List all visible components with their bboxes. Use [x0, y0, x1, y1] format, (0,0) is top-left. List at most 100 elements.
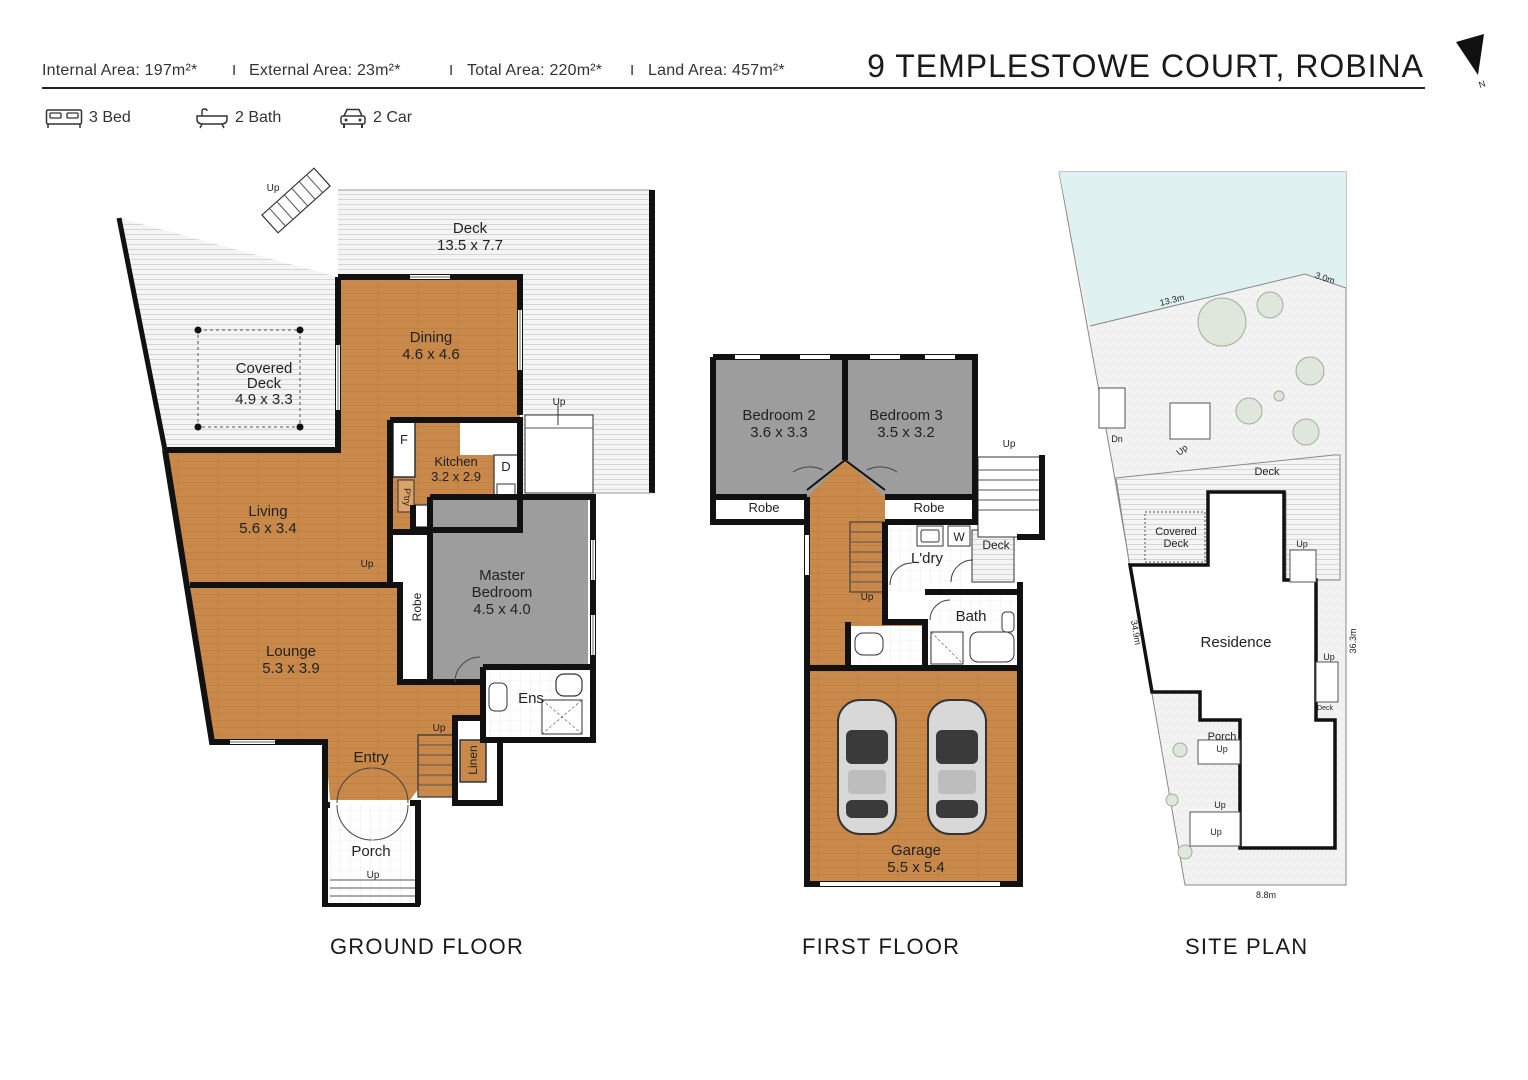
ground-floor-caption: GROUND FLOOR [330, 934, 525, 959]
living-dining-floor [165, 277, 520, 585]
feature-bed: 3 Bed [45, 107, 131, 129]
stairs-up-label: Up [361, 559, 374, 570]
garage-label: Garage [891, 842, 941, 859]
master-size: 4.5 x 4.0 [473, 601, 531, 618]
covered-deck-label: Covered [236, 360, 293, 377]
car-count: 2 Car [373, 109, 413, 126]
ensuite-label: Ens [518, 690, 544, 707]
bedroom-3-floor [847, 360, 973, 497]
header-separator: I [449, 62, 454, 79]
first-floor-plan: Bedroom 2 3.6 x 3.3 Bedroom 3 3.5 x 3.2 … [710, 354, 1045, 887]
dimension-label: 36.3m [1348, 628, 1358, 653]
bath-icon [196, 108, 228, 129]
lounge-label: Lounge [266, 643, 316, 660]
bedroom-2-label: Bedroom 2 [742, 407, 815, 424]
small-deck-label: Deck [1317, 705, 1333, 712]
bath-count: 2 Bath [235, 109, 282, 126]
property-address: 9 TEMPLESTOWE COURT, ROBINA [867, 48, 1424, 84]
bed-count: 3 Bed [89, 109, 131, 126]
porch-floor [330, 803, 415, 903]
deck-stairs [261, 167, 331, 234]
land-area: Land Area: 457m²* [648, 62, 785, 79]
washer-label: W [953, 530, 965, 544]
stairs-up-label: Up [553, 397, 566, 408]
header-rule [42, 87, 1425, 89]
feature-bath: 2 Bath [195, 107, 281, 129]
bedroom-2-size: 3.6 x 3.3 [750, 424, 808, 441]
stairs-up-label: Up [267, 183, 280, 194]
robe-label: Robe [410, 592, 424, 621]
total-area: Total Area: 220m²* [467, 62, 603, 79]
bath-label: Bath [956, 608, 987, 625]
stairs-up-label: Up [367, 870, 380, 881]
living-label: Living [248, 503, 287, 520]
fridge-label: F [400, 432, 408, 447]
feature-car: 2 Car [339, 107, 412, 129]
north-label: N [1477, 78, 1487, 90]
site-deck-label: Deck [1254, 466, 1280, 478]
covered-deck-label: Deck [247, 375, 282, 392]
stairs-up-label: Up [1210, 827, 1222, 837]
deck-area [119, 218, 338, 450]
residence-label: Residence [1201, 634, 1272, 651]
dimension-label: 34.9m [1129, 619, 1143, 645]
water-area [1059, 172, 1346, 326]
site-covered-deck-label: Deck [1163, 538, 1189, 550]
lounge-size: 5.3 x 3.9 [262, 660, 320, 677]
robe-area [400, 532, 430, 682]
car-icon [340, 108, 366, 128]
dimension-label: 8.8m [1256, 890, 1276, 900]
tree-icon [1165, 291, 1325, 860]
bedroom-3-label: Bedroom 3 [869, 407, 942, 424]
site-covered-deck-label: Covered [1155, 526, 1197, 538]
laundry-label: L'dry [911, 550, 944, 567]
stairs-up-label: Up [1296, 539, 1308, 549]
stairs-up-label: Up [433, 723, 446, 734]
lounge-floor [190, 585, 483, 800]
header-separator: I [630, 62, 635, 79]
kitchen-bench [460, 420, 518, 455]
header-separator: I [232, 62, 237, 79]
internal-area: Internal Area: 197m²* [42, 62, 198, 79]
site-porch-label: Porch [1208, 731, 1237, 743]
porch-label: Porch [351, 843, 390, 860]
deck-size: 13.5 x 7.7 [437, 237, 503, 254]
stairs-up-label: Up [1216, 744, 1228, 754]
entry-label: Entry [353, 749, 389, 766]
bedroom-2-floor [715, 360, 843, 497]
master-label: Bedroom [472, 584, 533, 601]
dining-label: Dining [410, 329, 453, 346]
site-plan: Residence Deck Covered Deck Porch Dn Up … [1058, 171, 1358, 900]
residence-outline [1127, 490, 1337, 850]
stairs-up-label: Up [1214, 800, 1226, 810]
stairs-down-label: Dn [1111, 434, 1123, 444]
first-floor-caption: FIRST FLOOR [802, 934, 961, 959]
bedroom-3-size: 3.5 x 3.2 [877, 424, 935, 441]
covered-deck-size: 4.9 x 3.3 [235, 391, 293, 408]
master-label: Master [479, 567, 525, 584]
first-deck-label: Deck [982, 538, 1010, 552]
pantry-label: P'try [402, 488, 412, 506]
dining-size: 4.6 x 4.6 [402, 346, 460, 363]
car-icon [837, 699, 897, 835]
living-size: 5.6 x 3.4 [239, 520, 297, 537]
external-area: External Area: 23m²* [249, 62, 401, 79]
stairs-up-label: Up [1323, 652, 1335, 662]
robe-label: Robe [913, 500, 944, 515]
site-plan-caption: SITE PLAN [1185, 934, 1309, 959]
north-arrow-icon: N [1456, 34, 1487, 90]
car-icon [927, 699, 987, 835]
deck-label: Deck [453, 220, 488, 237]
garage-size: 5.5 x 5.4 [887, 859, 945, 876]
dishwasher-label: D [501, 459, 510, 474]
ground-floor-plan: Deck 13.5 x 7.7 Covered Deck 4.9 x 3.3 D… [116, 167, 655, 907]
linen-label: Linen [466, 745, 480, 774]
stairs-up-label: Up [861, 592, 874, 603]
bed-icon [45, 109, 83, 128]
stairs-up-label: Up [1003, 439, 1016, 450]
kitchen-label: Kitchen [434, 454, 477, 469]
kitchen-size: 3.2 x 2.9 [431, 469, 481, 484]
robe-label: Robe [748, 500, 779, 515]
